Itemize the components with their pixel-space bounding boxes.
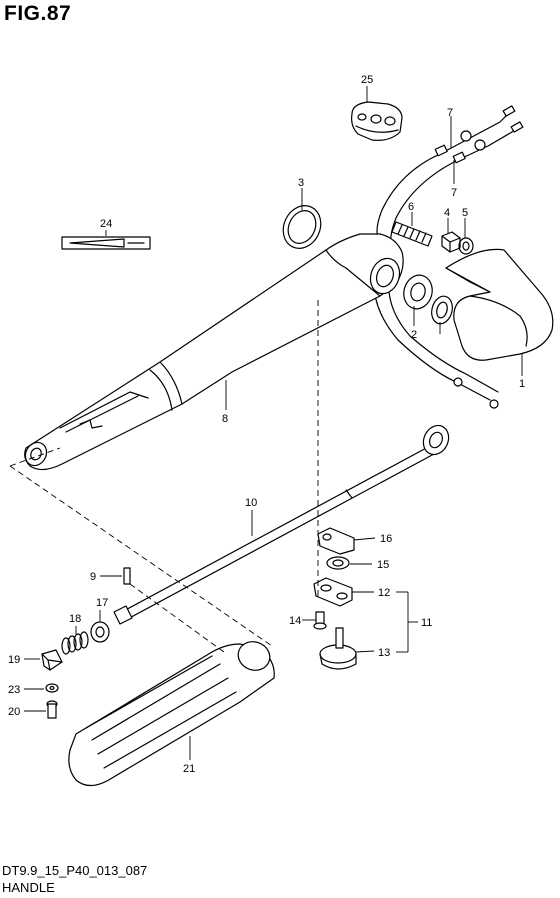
callout-19: 19: [8, 654, 20, 666]
callout-10: 10: [245, 497, 257, 509]
callout-4: 4: [444, 207, 450, 219]
callout-15: 15: [377, 559, 389, 571]
callout-3: 3: [298, 177, 304, 189]
callout-13: 13: [378, 647, 390, 659]
part-18-spring: [61, 631, 89, 655]
callout-23: 24: [100, 218, 112, 230]
callout-14: 14: [289, 615, 301, 627]
callout-20: 20: [8, 706, 20, 718]
diagram-code: DT9.9_15_P40_013_087: [2, 863, 148, 878]
part-4-nut: [441, 231, 461, 253]
callout-16: 16: [380, 533, 392, 545]
part-7-throttle-cables: [376, 105, 524, 251]
part-20-screw: [46, 700, 58, 719]
part-1-cover: [445, 248, 554, 361]
part-10-shift-rod: [113, 424, 450, 625]
callout-11: 11: [421, 617, 432, 629]
callout-18: 18: [69, 613, 81, 625]
callout-17: 17: [96, 597, 108, 609]
part-21-grip: [68, 641, 275, 787]
callout-21: 21: [183, 763, 195, 775]
part-2-bushing: [403, 274, 433, 310]
figure-title: FIG.87: [4, 2, 72, 25]
callout-24: 25: [361, 74, 373, 86]
part-12-friction-block: [313, 577, 353, 607]
part-14-screw: [313, 611, 327, 630]
callout-9: 9: [90, 571, 96, 583]
callout-2: 2: [411, 329, 417, 341]
part-25-washer: [431, 295, 453, 325]
part-23-label-plate: [61, 236, 151, 250]
callout-5: 5: [462, 207, 468, 219]
diagram-caption: HANDLE: [2, 880, 55, 895]
callout-22: 23: [8, 684, 20, 696]
part-24-grommet: [351, 101, 403, 141]
callout-1: 1: [519, 378, 525, 390]
callout-8: 8: [222, 413, 228, 425]
part-5-washer: [458, 237, 474, 255]
callout-12: 12: [378, 587, 390, 599]
callout-7-lower: 7: [451, 187, 457, 199]
part-3-o-ring: [282, 205, 322, 249]
assembly-guides: [9, 300, 319, 653]
callout-7-upper: 7: [447, 107, 453, 119]
part-17-washer: [90, 621, 110, 643]
part-19-stopper: [41, 649, 63, 671]
part-22-washer: [45, 683, 59, 693]
part-15-washer: [326, 556, 350, 570]
part-9-pin: [123, 567, 131, 585]
part-6-stud: [391, 221, 433, 247]
callout-6: 6: [408, 201, 414, 213]
part-16-lever-plate: [317, 527, 355, 555]
part-8-tiller-handle: [24, 233, 404, 471]
leader-lines: [24, 86, 523, 760]
callout-labels: 25 7 7 3 6 4 5 24 2 1 8 10 16 15 9 12 11…: [8, 74, 525, 775]
part-13-knob: [319, 627, 357, 670]
